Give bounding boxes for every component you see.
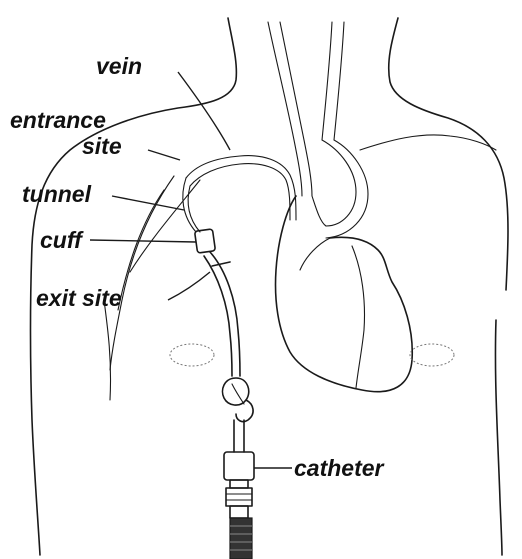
label-vein: vein [96,53,142,79]
catheter-line [110,156,296,559]
leader-lines [90,72,292,468]
neck-vessels [268,22,496,238]
label-entrance-site: site [82,133,122,159]
heart [276,196,413,392]
label-exit-site: exit site [36,285,122,311]
label-catheter: catheter [294,455,385,481]
label-tunnel: tunnel [22,181,92,207]
label-cuff: cuff [40,227,84,253]
label-entrance: entrance [10,107,106,133]
